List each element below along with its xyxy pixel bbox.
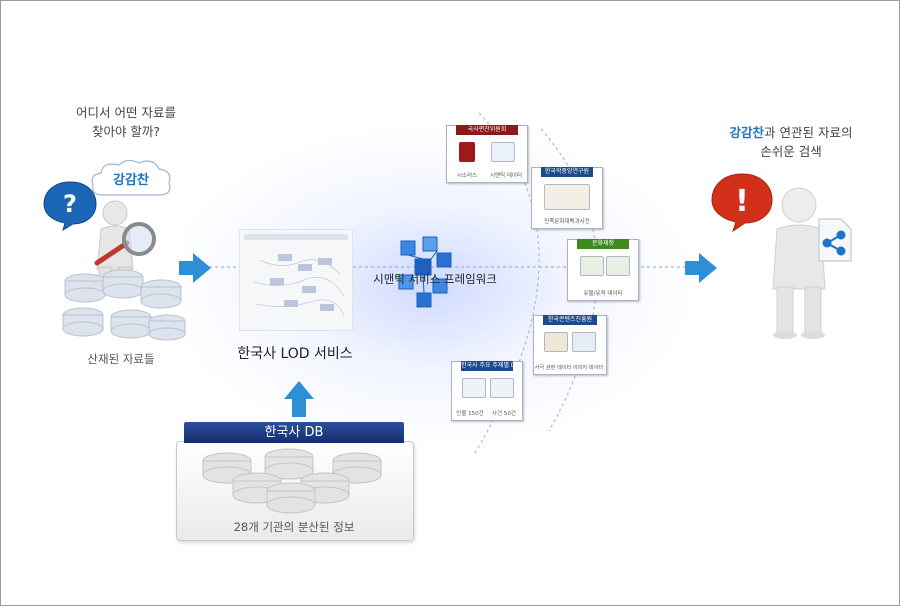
framework-label: 시맨틱 서비스 프레임워크 (373, 272, 497, 286)
result-text: 강감찬과 연관된 자료의 손쉬운 검색 (701, 123, 881, 161)
person-data-icon (462, 378, 486, 398)
card-header: 문화재청 (577, 239, 629, 249)
alert-bubble-icon: ! (711, 173, 773, 233)
db-caption: 28개 기관의 분산된 정보 (233, 520, 355, 534)
card-caption: 시소러스 (456, 173, 478, 179)
question-line1: 어디서 어떤 자료를 (76, 105, 176, 120)
svg-text:!: ! (735, 184, 749, 219)
card-caption: 사건 50건 (492, 411, 516, 417)
drama-photo-icon (544, 332, 568, 352)
relic-photo-icon (606, 256, 630, 276)
result-line1-rest: 과 연관된 자료의 (764, 125, 853, 140)
card-topic-db: 한국사 주요 주제별 DB 인물 150건 사건 50건 (451, 361, 523, 421)
thesaurus-book-icon (459, 142, 475, 162)
share-document-icon (818, 218, 852, 262)
card-aks: 한국학중앙연구원 민족문화대백과사전 (531, 167, 603, 229)
card-header: 국사편찬위원회 (456, 125, 518, 135)
arrow-right-icon (685, 253, 717, 283)
card-header: 한국콘텐츠진흥원 (543, 315, 597, 325)
db-title: 한국사 DB (184, 422, 404, 443)
relic-photo-icon (580, 256, 604, 276)
semantic-cube-icon (398, 236, 452, 308)
event-data-icon (490, 378, 514, 398)
presenting-person-figure (772, 187, 826, 339)
svg-text:?: ? (63, 190, 77, 218)
arrow-up-icon (284, 381, 314, 417)
card-caption: 이미지 데이터 (572, 365, 604, 371)
database-icon (202, 448, 382, 514)
cloud-bubble-icon: 강감찬 (89, 157, 173, 201)
card-nhc: 국사편찬위원회 시소러스 시맨틱 데이터 (446, 125, 528, 183)
image-data-icon (572, 332, 596, 352)
result-line1: 강감찬과 연관된 자료의 (701, 123, 881, 142)
card-caption: 민족문화대백과사전 (544, 219, 590, 225)
card-header: 한국학중앙연구원 (541, 167, 593, 177)
card-caption: 인물 150건 (456, 411, 484, 417)
scattered-data-caption: 산재된 자료들 (87, 352, 155, 366)
scattered-database-icons (62, 269, 186, 341)
card-cha: 문화재청 유물/유적 데이터 (567, 239, 639, 301)
result-line2: 손쉬운 검색 (760, 144, 822, 159)
card-caption: 유물/유적 데이터 (583, 291, 623, 297)
service-title: 한국사 LOD 서비스 (237, 346, 353, 362)
question-text: 어디서 어떤 자료를 찾아야 할까? (41, 103, 211, 141)
card-caption: 사극 관련 데이터 (534, 365, 572, 371)
bubble-keyword: 강감찬 (113, 173, 149, 188)
semantic-data-icon (491, 142, 515, 162)
card-header: 한국사 주요 주제별 DB (461, 361, 513, 371)
question-line2: 찾아야 할까? (91, 124, 161, 139)
arrow-right-icon (179, 253, 211, 283)
result-keyword: 강감찬 (729, 125, 765, 140)
card-caption: 시맨틱 데이터 (489, 173, 523, 179)
question-bubble-icon: ? (41, 179, 99, 232)
magnifier-icon (119, 219, 159, 259)
encyclopedia-thumbnail-icon (544, 184, 590, 210)
lod-service-screenshot (239, 229, 353, 331)
card-kocca: 한국콘텐츠진흥원 사극 관련 데이터 이미지 데이터 (533, 315, 607, 375)
